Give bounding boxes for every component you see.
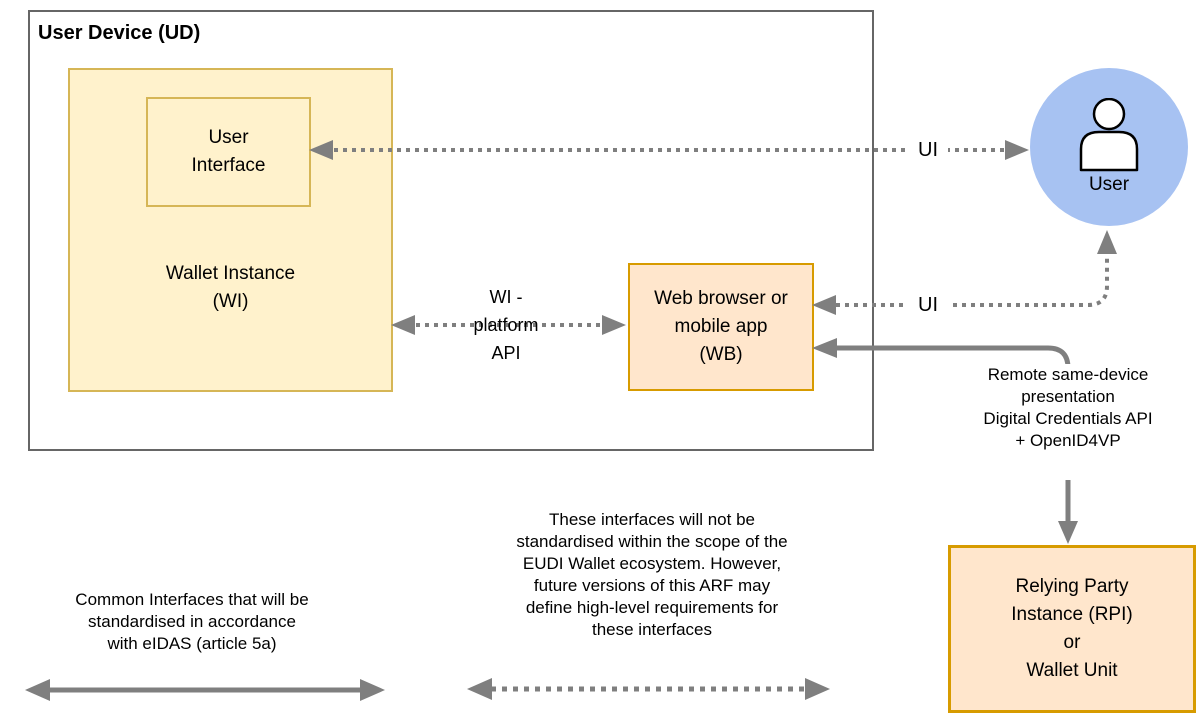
legend-not-standardised-text: These interfaces will not be standardise… — [516, 510, 788, 639]
user-label: User — [1088, 174, 1130, 195]
legend-standardised-text: Common Interfaces that will be standardi… — [75, 590, 309, 653]
user-person-icon — [1079, 98, 1139, 172]
legend-dotted-double-arrow — [467, 678, 830, 700]
edge-label-ui-bottom: UI — [908, 292, 948, 318]
edge-label-ui-top: UI — [908, 137, 948, 163]
wallet-instance-label: Wallet Instance (WI) — [165, 263, 296, 312]
edge-label-wi-platform-api: WI - platform API — [473, 287, 539, 363]
user-interface-label: User Interface — [191, 127, 266, 176]
user-device-box — [28, 10, 874, 451]
edge-label-remote-presentation: Remote same-device presentation Digital … — [950, 364, 1186, 480]
user-node: User — [1030, 68, 1188, 226]
relying-party-label: Relying Party Instance (RPI) or Wallet U… — [1011, 576, 1133, 681]
user-interface-box: User Interface — [146, 97, 311, 207]
user-device-title: User Device (UD) — [38, 22, 201, 44]
relying-party-box: Relying Party Instance (RPI) or Wallet U… — [948, 545, 1196, 713]
web-browser-box: Web browser or mobile app (WB) — [628, 263, 814, 391]
web-browser-label: Web browser or mobile app (WB) — [654, 288, 788, 365]
legend-solid-double-arrow — [25, 679, 385, 701]
